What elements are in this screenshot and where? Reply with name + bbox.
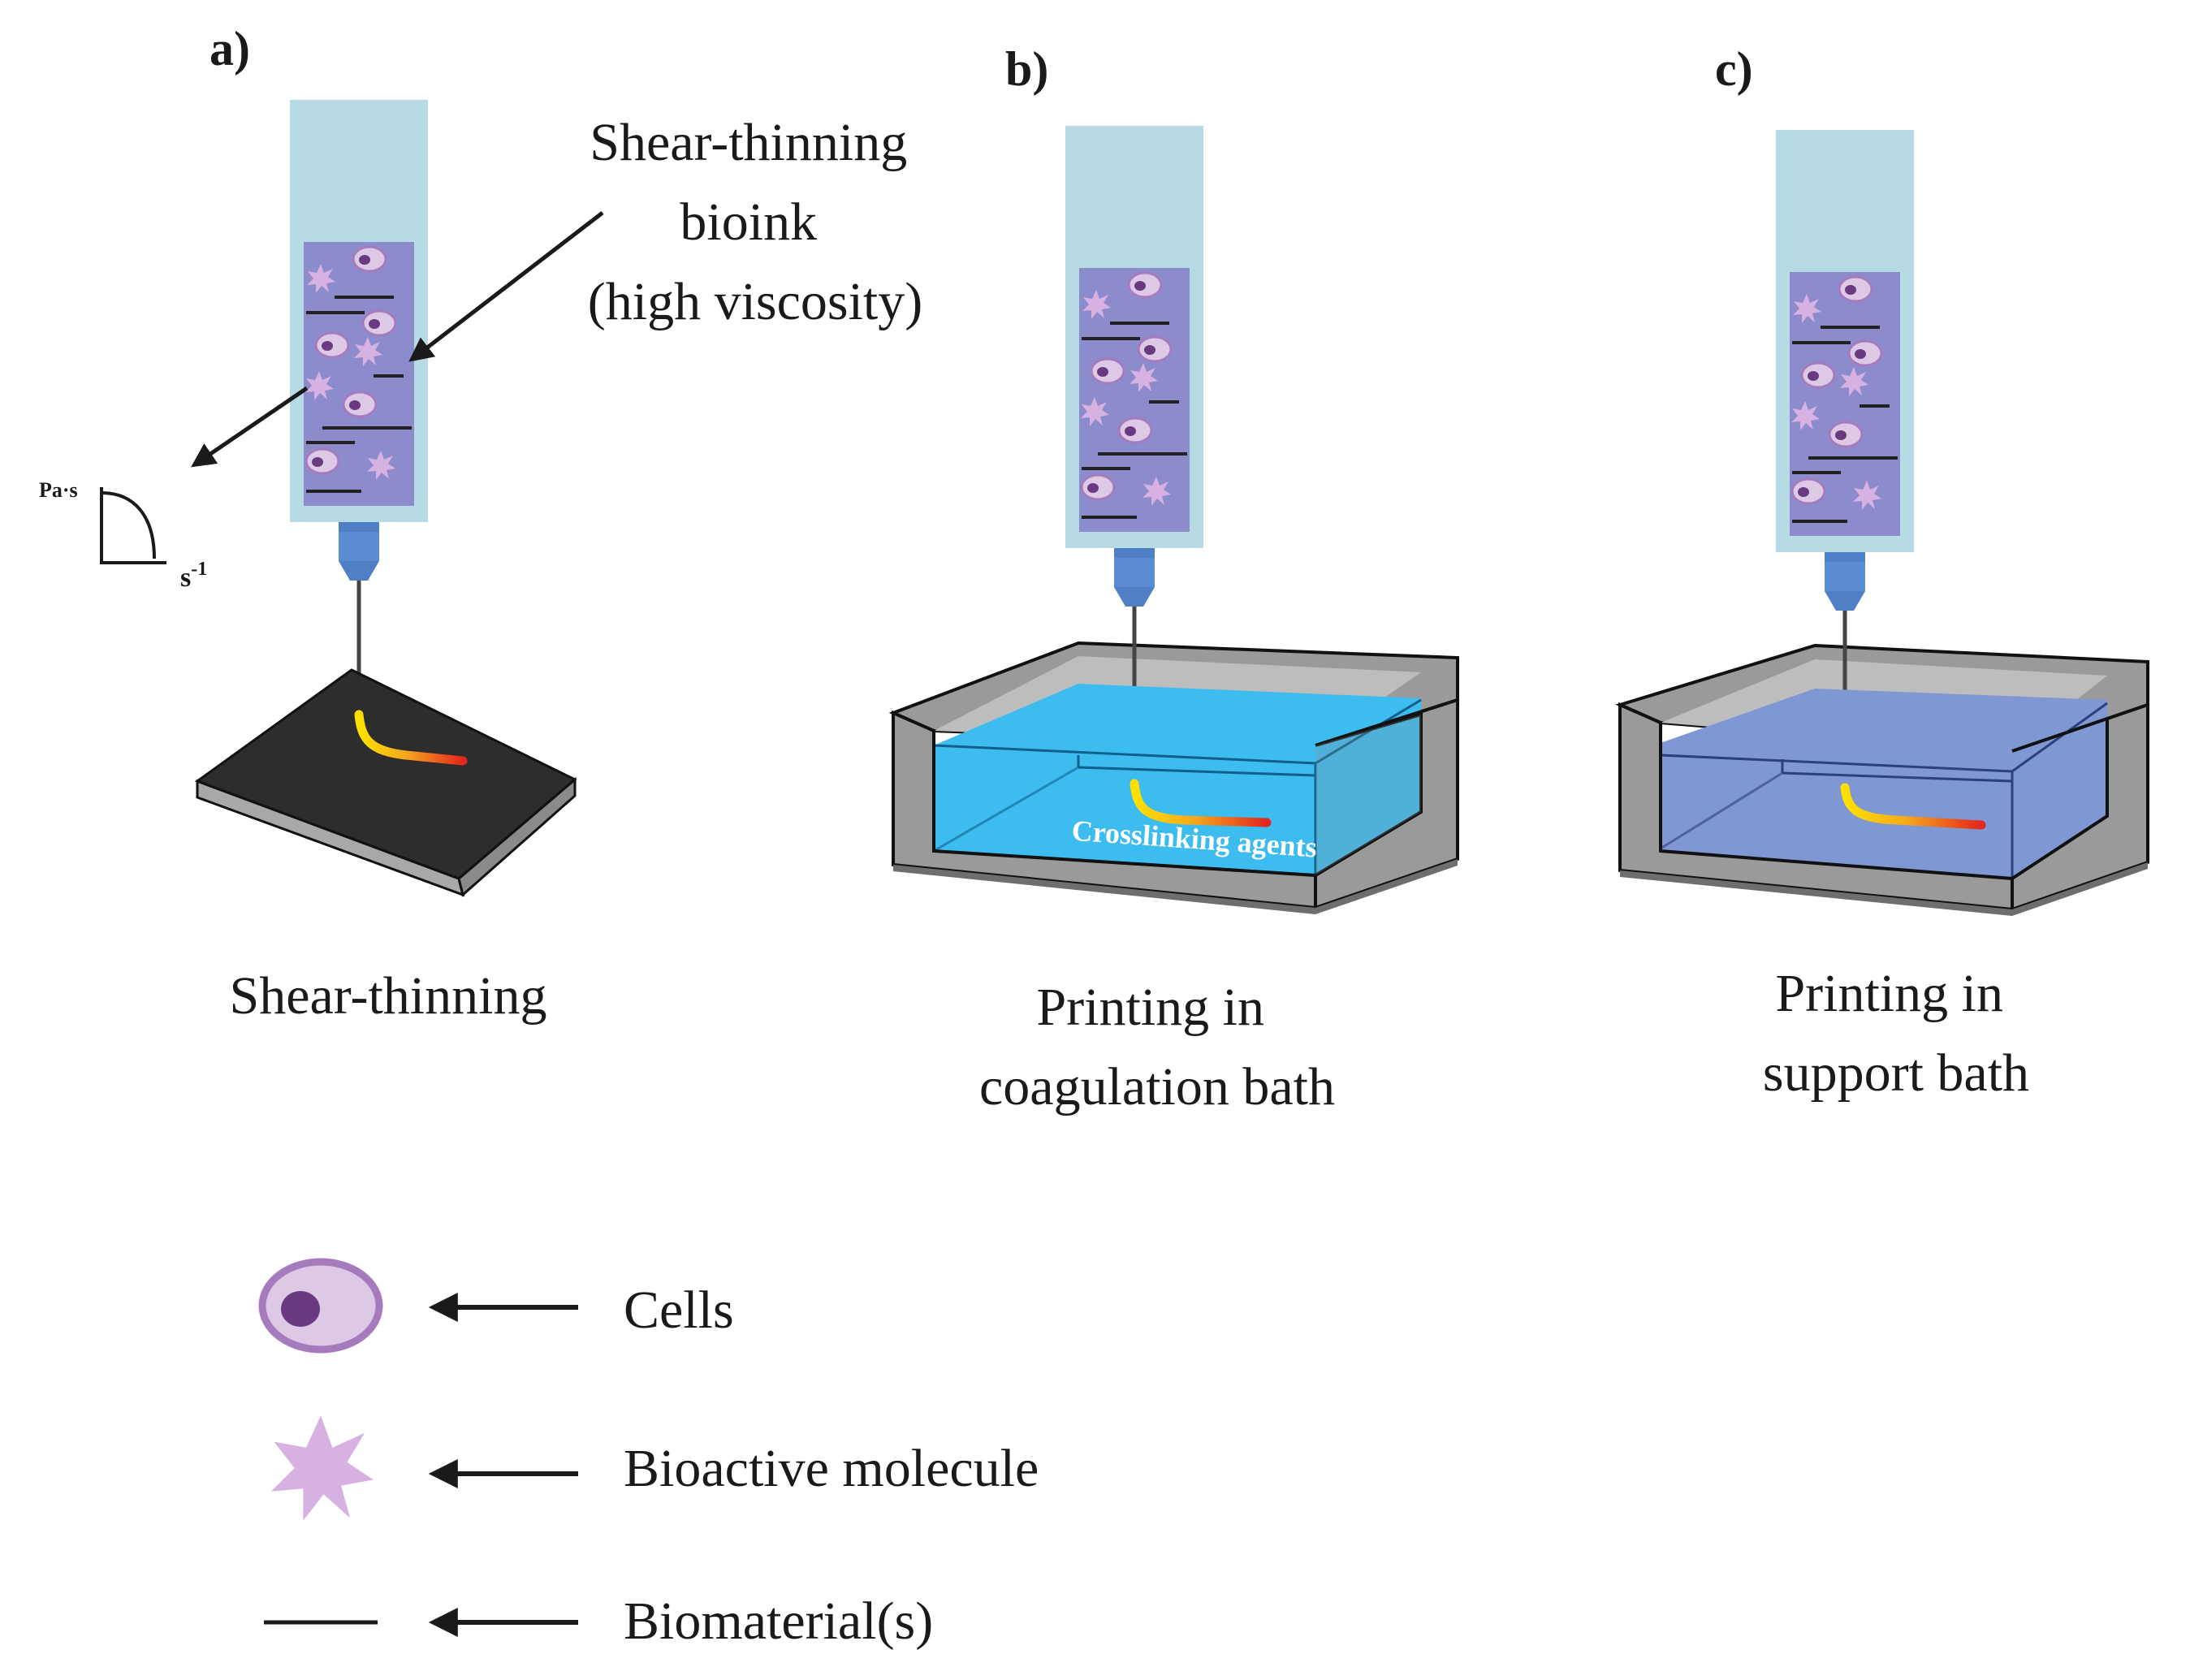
panel-b-filament: [1130, 779, 1272, 827]
coagulation-bath-liquid: [933, 684, 1422, 875]
printed-filament: [354, 710, 468, 766]
panel-b-label: b): [1005, 42, 1048, 96]
cell-icon: [258, 1258, 383, 1354]
panel-a-caption: Shear-thinning: [230, 966, 547, 1026]
printing-plate: [194, 668, 577, 897]
panel-c-filament: [1840, 783, 1986, 830]
callout-arrow-to-graph: [191, 386, 309, 468]
legend-item-biomaterials: Biomaterial(s): [264, 1591, 933, 1651]
viscosity-axis-label: Pa·s: [39, 478, 78, 502]
panel-b: b) Crosslinking agents Printing in: [888, 42, 1459, 1116]
panel-a-label: a): [209, 22, 250, 76]
legend-label-bioactive-molecule: Bioactive molecule: [624, 1439, 1039, 1498]
panel-c-label: c): [1715, 42, 1753, 96]
legend: Cells Bioactive molecule Biomaterial(s): [258, 1258, 1039, 1651]
bioactive-molecule-icon: [270, 1415, 374, 1521]
panel-b-caption: Printing in coagulation bath: [979, 978, 1335, 1116]
support-bath-liquid: [1660, 689, 2108, 879]
legend-label-cells: Cells: [624, 1281, 734, 1340]
panel-a-syringe: [290, 100, 428, 715]
callout-arrow-to-bioink: [408, 211, 604, 362]
panel-c-caption: Printing in support bath: [1763, 964, 2029, 1103]
shear-rate-axis-label: s-1: [180, 559, 207, 593]
coagulation-bath-walls: [892, 697, 1459, 914]
legend-item-bioactive-molecule: Bioactive molecule: [270, 1415, 1039, 1521]
legend-item-cells: Cells: [258, 1258, 734, 1354]
legend-label-biomaterials: Biomaterial(s): [624, 1591, 933, 1651]
viscosity-graph: Pa·s s-1: [39, 478, 207, 593]
support-bath-walls: [1618, 702, 2149, 916]
bioink-callout: Shear-thinning bioink (high viscosity): [588, 113, 922, 331]
panel-a: a) Shear-thinning bioink (high viscosity…: [39, 22, 922, 1026]
panel-c: c) Printing in support bath: [1615, 42, 2149, 1103]
